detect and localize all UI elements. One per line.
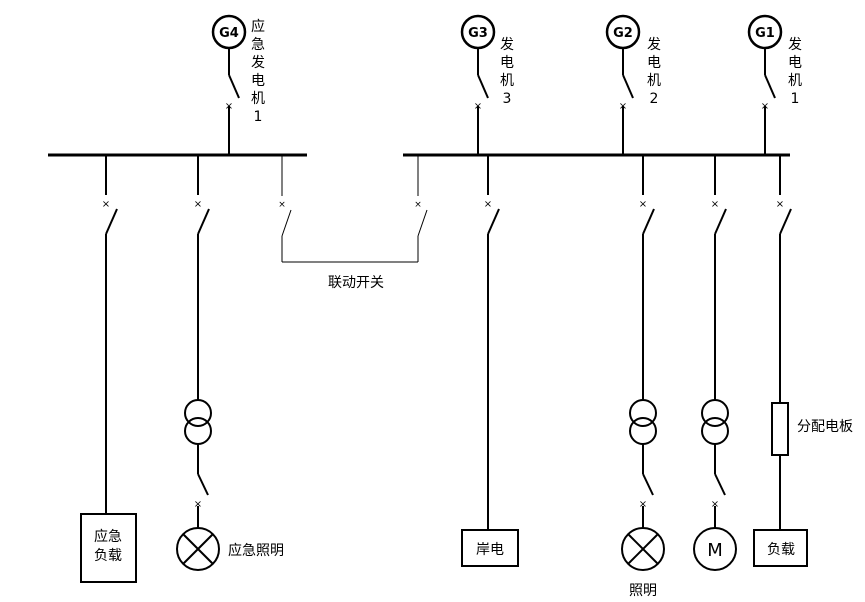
svg-text:机: 机 xyxy=(647,73,661,89)
svg-text:3: 3 xyxy=(503,91,512,107)
svg-text:急: 急 xyxy=(251,37,265,53)
feeder-emergency-lighting: × × xyxy=(176,155,220,571)
feeder-motor: × × M xyxy=(693,155,737,571)
interlock-switch[interactable]: × × xyxy=(278,155,428,263)
svg-text:×: × xyxy=(711,499,719,510)
shore-power-box: 岸电 xyxy=(461,529,519,567)
svg-text:发: 发 xyxy=(251,55,265,71)
svg-text:G3: G3 xyxy=(468,26,488,41)
svg-text:×: × xyxy=(776,199,784,210)
transformer-icon xyxy=(184,399,212,445)
svg-text:G1: G1 xyxy=(755,26,775,41)
svg-text:G2: G2 xyxy=(613,26,633,41)
generator-g2: G2 × 发 电 机 2 xyxy=(605,14,661,155)
generator-g4: G4 × 应 急 发 电 机 1 xyxy=(211,14,265,155)
distribution-board-label: 分配电板 xyxy=(797,419,853,435)
svg-text:发: 发 xyxy=(500,37,514,53)
svg-text:×: × xyxy=(102,199,110,210)
transformer-icon xyxy=(701,399,729,445)
feeder-lighting: × × xyxy=(621,155,665,571)
transformer-icon xyxy=(629,399,657,445)
svg-text:电: 电 xyxy=(788,55,802,71)
lighting-label: 照明 xyxy=(629,583,657,599)
generator-g1-label: 发 电 机 1 xyxy=(788,37,802,107)
svg-text:发: 发 xyxy=(788,37,802,53)
svg-text:应急: 应急 xyxy=(94,528,122,545)
svg-text:电: 电 xyxy=(647,55,661,71)
svg-text:2: 2 xyxy=(650,91,659,107)
generator-g3-label: 发 电 机 3 xyxy=(500,37,514,107)
svg-text:岸电: 岸电 xyxy=(476,542,504,558)
generator-g1: G1 × 发 电 机 1 xyxy=(747,14,802,155)
svg-text:M: M xyxy=(707,540,723,561)
svg-text:×: × xyxy=(484,199,492,210)
emergency-load-box: 应急 负载 xyxy=(80,513,137,583)
svg-text:电: 电 xyxy=(500,55,514,71)
svg-text:发: 发 xyxy=(647,37,661,53)
svg-text:负载: 负载 xyxy=(94,548,122,564)
svg-text:×: × xyxy=(639,199,647,210)
lamp-icon xyxy=(176,527,220,571)
generator-g2-label: 发 电 机 2 xyxy=(647,37,661,107)
svg-text:负载: 负载 xyxy=(767,542,795,558)
svg-text:机: 机 xyxy=(251,91,265,107)
svg-text:1: 1 xyxy=(254,109,263,125)
svg-text:×: × xyxy=(194,499,202,510)
generator-g4-label: 应 急 发 电 机 1 xyxy=(251,18,265,125)
svg-text:×: × xyxy=(711,199,719,210)
svg-text:×: × xyxy=(639,499,647,510)
lamp-icon xyxy=(621,527,665,571)
svg-text:电: 电 xyxy=(251,73,265,89)
distribution-board-icon xyxy=(771,402,789,456)
svg-text:机: 机 xyxy=(500,73,514,89)
interlock-label: 联动开关 xyxy=(328,275,384,291)
feeder-emergency-load: × xyxy=(102,155,118,514)
svg-text:×: × xyxy=(414,200,422,210)
svg-text:G4: G4 xyxy=(219,26,239,41)
emergency-lighting-label: 应急照明 xyxy=(228,542,284,559)
feeder-load: × xyxy=(771,155,792,530)
generator-g3: G3 × 发 电 机 3 xyxy=(460,14,514,155)
svg-text:×: × xyxy=(278,200,286,210)
svg-text:×: × xyxy=(194,199,202,210)
feeder-shore-power: × xyxy=(484,155,500,530)
svg-text:1: 1 xyxy=(791,91,800,107)
motor-icon: M xyxy=(693,527,737,571)
svg-text:应: 应 xyxy=(251,18,265,35)
load-box: 负载 xyxy=(753,529,808,567)
svg-text:机: 机 xyxy=(788,73,802,89)
